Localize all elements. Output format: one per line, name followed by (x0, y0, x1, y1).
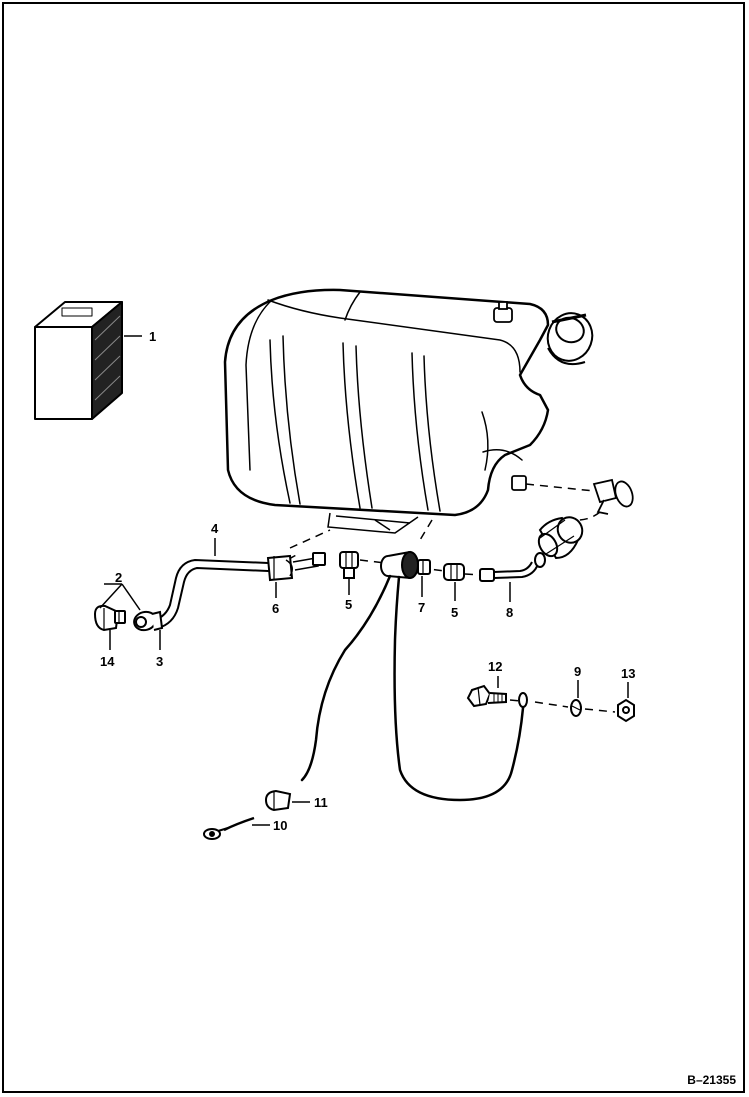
callout-1: 1 (149, 329, 156, 344)
hex-nut (617, 698, 635, 723)
callout-2: 2 (115, 570, 122, 585)
ring-terminal (518, 692, 528, 708)
fuel-sender-switch (380, 550, 431, 580)
inlet-fitting (93, 604, 126, 632)
callout-3: 3 (156, 654, 163, 669)
fuel-tank (223, 288, 550, 517)
fuel-line-tube (154, 558, 269, 629)
callout-6: 6 (272, 601, 279, 616)
callout-5-right: 5 (451, 605, 458, 620)
callout-12: 12 (488, 659, 502, 674)
vent-fitting (493, 301, 513, 323)
callout-4: 4 (211, 521, 219, 536)
ground-wire (203, 816, 255, 840)
terminal-boot (264, 789, 292, 812)
battery (34, 301, 123, 420)
callout-13: 13 (621, 666, 635, 681)
bolt (466, 684, 507, 708)
filter-elbow-fitting (592, 478, 634, 515)
leader-lines (99, 538, 629, 826)
fuel-line-short (479, 552, 546, 582)
tube-clip (266, 552, 326, 582)
tank-outlet-fitting (511, 475, 527, 491)
hose-clamp (133, 610, 164, 632)
adapter-fitting-left (339, 551, 359, 579)
callout-8: 8 (506, 605, 513, 620)
fuel-filter (537, 516, 584, 560)
callout-5-left: 5 (345, 597, 352, 612)
filler-cap (546, 312, 594, 366)
figure-reference: B–21355 (687, 1073, 736, 1087)
adapter-fitting-right (443, 563, 465, 581)
callout-14: 14 (100, 654, 115, 669)
wire-harness (300, 574, 525, 802)
tank-bracket (327, 512, 419, 534)
callout-7: 7 (418, 600, 425, 615)
lock-washer (570, 699, 582, 717)
callout-11: 11 (314, 795, 328, 810)
callout-10: 10 (273, 818, 287, 833)
callout-9: 9 (574, 664, 581, 679)
